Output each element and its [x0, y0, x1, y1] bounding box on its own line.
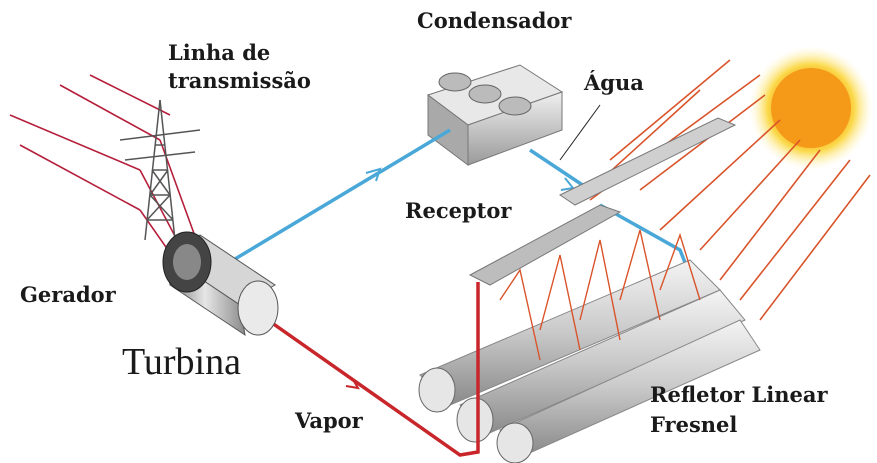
condenser: [426, 64, 564, 166]
vapor-label: Vapor: [295, 408, 363, 433]
reflected-rays: [499, 229, 701, 361]
refletor-label-line1: Refletor Linear: [650, 382, 828, 407]
refletor-label-line2: Fresnel: [650, 412, 738, 437]
linha-label-line1: Linha de: [168, 40, 271, 65]
turbina-label: Turbina: [122, 341, 241, 383]
condensador-label: Condensador: [417, 8, 572, 33]
transmission-tower: [119, 99, 201, 241]
receptor-label: Receptor: [405, 198, 512, 223]
sun: [749, 46, 873, 170]
steam-pipe: [263, 282, 480, 457]
receptor: [468, 117, 737, 286]
agua-pointer: [559, 104, 601, 161]
gerador-label: Gerador: [20, 282, 116, 307]
linha-label-line2: transmissão: [168, 68, 311, 93]
turbine: [162, 231, 279, 337]
transmission-lines: [9, 74, 201, 261]
agua-label: Água: [584, 70, 644, 95]
